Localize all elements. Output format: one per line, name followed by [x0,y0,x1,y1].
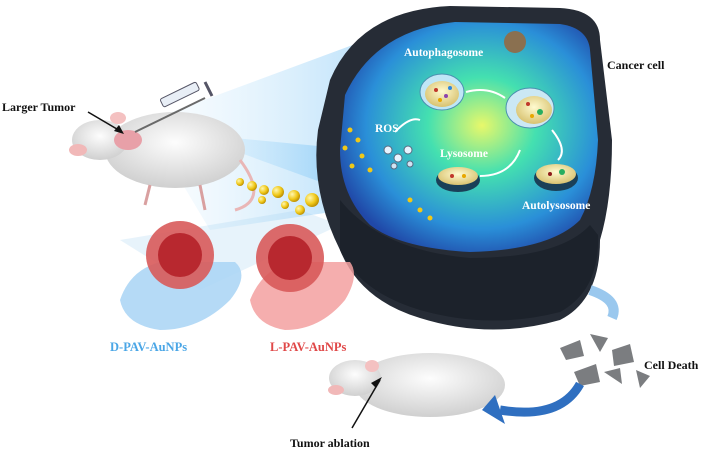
ros-cluster [383,145,414,170]
cell-death-label: Cell Death [644,358,699,372]
l-pav-label: L-PAV-AuNPs [270,340,347,354]
ablation-arrow [499,381,584,417]
organelle-dot [504,31,526,53]
tumor-spot [114,130,142,150]
d-pav-nanoparticle [120,221,242,330]
ros-label: ROS [375,123,399,135]
tumor-ablation-label: Tumor ablation [290,436,370,450]
syringe-icon [134,81,214,133]
mouse-after-treatment [328,353,505,417]
l-pav-nanoparticle [250,224,354,330]
cancer-cell [316,6,612,330]
intracellular-nanoparticles [342,127,433,221]
lysosome-vesicle [436,167,480,192]
cancer-cell-label: Cancer cell [607,58,665,72]
mouse-with-tumor [69,112,256,212]
autolysosome-label: Autolysosome [522,200,591,212]
d-pav-label: D-PAV-AuNPs [110,340,188,354]
lysosome-label: Lysosome [440,148,488,160]
autophagosome-vesicle [419,73,465,111]
autophagosome-label: Autophagosome [404,47,484,59]
larger-tumor-label: Larger Tumor [2,100,76,114]
pathway-arrows [394,89,563,177]
cell-debris [560,334,650,388]
fusing-vesicle [505,87,555,129]
autolysosome-vesicle [534,164,578,191]
ablation-pointer [351,379,381,429]
death-arrow [588,285,619,321]
